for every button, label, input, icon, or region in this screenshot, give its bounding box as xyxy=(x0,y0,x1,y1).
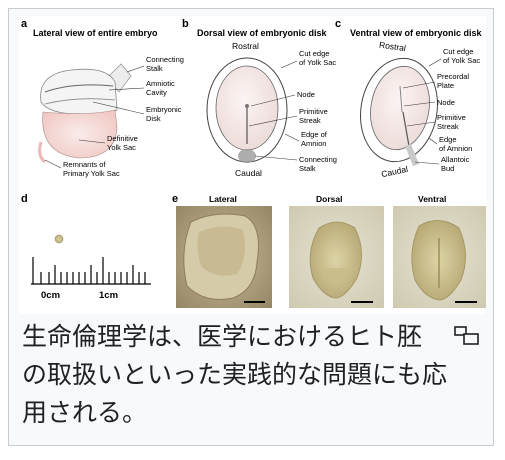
panel-b-label-2: Node xyxy=(297,90,315,99)
ruler-label-1: 1cm xyxy=(99,290,118,301)
figure-caption: 生命倫理学は、医学におけるヒト胚 の取扱いといった実践的な問題にも応 用される。 xyxy=(22,318,482,432)
panel-c-label-1: Cut edge xyxy=(443,47,473,56)
panel-c-letter: c xyxy=(335,18,341,30)
panel-b-label-1: Cut edge xyxy=(299,49,329,58)
panel-a-label-2: Amniotic xyxy=(146,79,175,88)
panel-e: e Lateral Dorsal Ventral xyxy=(172,193,486,308)
svg-text:Amnion: Amnion xyxy=(301,139,326,148)
svg-text:Streak: Streak xyxy=(299,116,321,125)
enlarge-icon[interactable] xyxy=(454,326,480,346)
svg-text:Disk: Disk xyxy=(146,114,161,123)
panel-c-title: Ventral view of embryonic disk xyxy=(350,28,483,38)
svg-text:Bud: Bud xyxy=(441,164,454,173)
svg-text:Streak: Streak xyxy=(437,122,459,131)
panel-b-letter: b xyxy=(182,18,189,30)
svg-text:of Yolk Sac: of Yolk Sac xyxy=(299,58,336,67)
photo-title-lateral: Lateral xyxy=(209,194,237,204)
panel-a-letter: a xyxy=(21,18,28,30)
panel-b: b Dorsal view of embryonic disk Rostral … xyxy=(182,18,337,178)
panel-b-label-5: Connecting xyxy=(299,155,337,164)
panel-c-caudal: Caudal xyxy=(380,164,409,179)
panel-b-rostral: Rostral xyxy=(232,41,259,51)
panel-c-rostral: Rostral xyxy=(378,40,406,54)
panel-b-label-4: Edge of xyxy=(301,130,328,139)
svg-text:Stalk: Stalk xyxy=(146,64,163,73)
panel-a-label-3: Embryonic xyxy=(146,105,182,114)
panel-e-letter: e xyxy=(172,193,178,205)
embryo-specimen xyxy=(54,234,64,244)
ruler-label-0: 0cm xyxy=(41,290,60,301)
panel-d: d 0cm 1cm xyxy=(21,193,151,301)
panel-b-label-3: Primitive xyxy=(299,107,328,116)
panel-b-caudal: Caudal xyxy=(235,168,262,178)
panel-a-label-4: Definitive xyxy=(107,134,138,143)
panel-a-label-5: Remnants of xyxy=(63,160,106,169)
panel-c-label-2: Precordal xyxy=(437,72,469,81)
panel-a-label-1: Connecting xyxy=(146,55,184,64)
caption-line-2: の取扱いといった実践的な問題にも応 xyxy=(22,360,448,389)
panel-a-title: Lateral view of entire embryo xyxy=(33,28,158,38)
photo-title-ventral: Ventral xyxy=(418,194,446,204)
svg-text:of Amnion: of Amnion xyxy=(439,144,472,153)
svg-text:Yolk Sac: Yolk Sac xyxy=(107,143,136,152)
svg-text:of Yolk Sac: of Yolk Sac xyxy=(443,56,480,65)
ruler xyxy=(31,257,151,285)
panel-a: a Lateral view of entire embryo Connecti… xyxy=(21,18,184,178)
svg-text:Stalk: Stalk xyxy=(299,164,316,173)
panel-c-label-4: Primitive xyxy=(437,113,466,122)
panel-d-letter: d xyxy=(21,193,28,205)
svg-text:Cavity: Cavity xyxy=(146,88,167,97)
svg-text:Primary Yolk Sac: Primary Yolk Sac xyxy=(63,169,120,178)
photo-title-dorsal: Dorsal xyxy=(316,194,342,204)
panel-c-label-5: Edge xyxy=(439,135,457,144)
caption-line-1: 生命倫理学は、医学におけるヒト胚 xyxy=(22,322,423,351)
panel-b-title: Dorsal view of embryonic disk xyxy=(197,28,328,38)
svg-text:Plate: Plate xyxy=(437,81,454,90)
panel-c-label-3: Node xyxy=(437,98,455,107)
panel-c: c Ventral view of embryonic disk Rostral… xyxy=(335,18,483,179)
caption-line-3: 用される。 xyxy=(22,398,148,427)
figure-image[interactable]: a Lateral view of entire embryo Connecti… xyxy=(19,16,486,314)
panel-c-label-6: Allantoic xyxy=(441,155,470,164)
